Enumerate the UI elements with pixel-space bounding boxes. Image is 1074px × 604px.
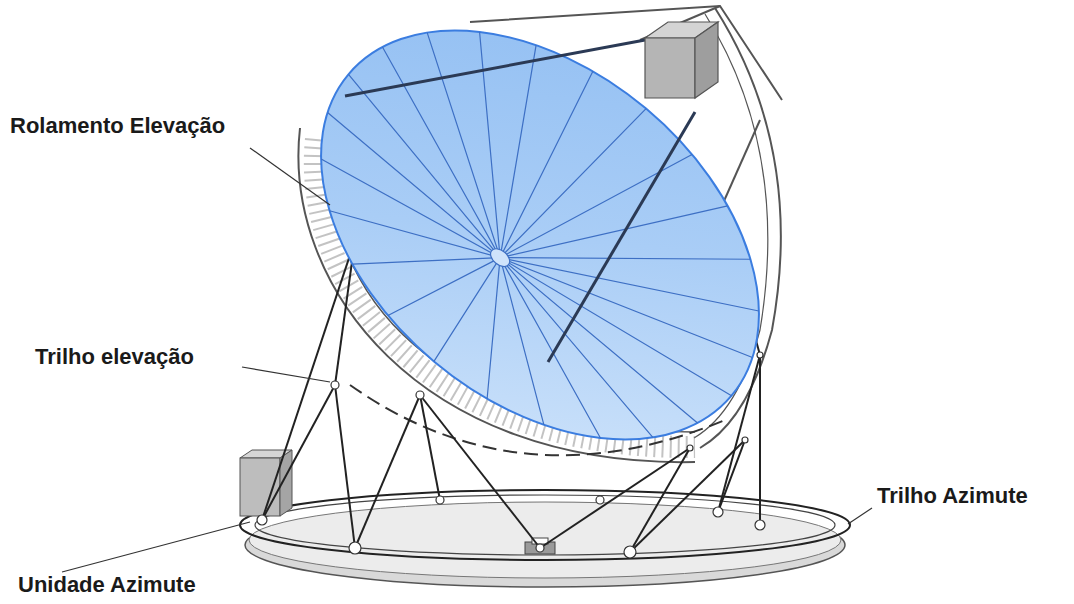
part-label: Unidade Azimute [18, 572, 196, 598]
receiver-box [645, 22, 718, 98]
dish-struts [345, 40, 695, 362]
part-label: Trilho elevação [35, 344, 194, 370]
dish [242, 0, 837, 522]
part-label: Trilho Azimute [877, 483, 1028, 509]
azimuth-base [240, 490, 850, 587]
part-label: Rolamento Elevação [10, 113, 225, 139]
